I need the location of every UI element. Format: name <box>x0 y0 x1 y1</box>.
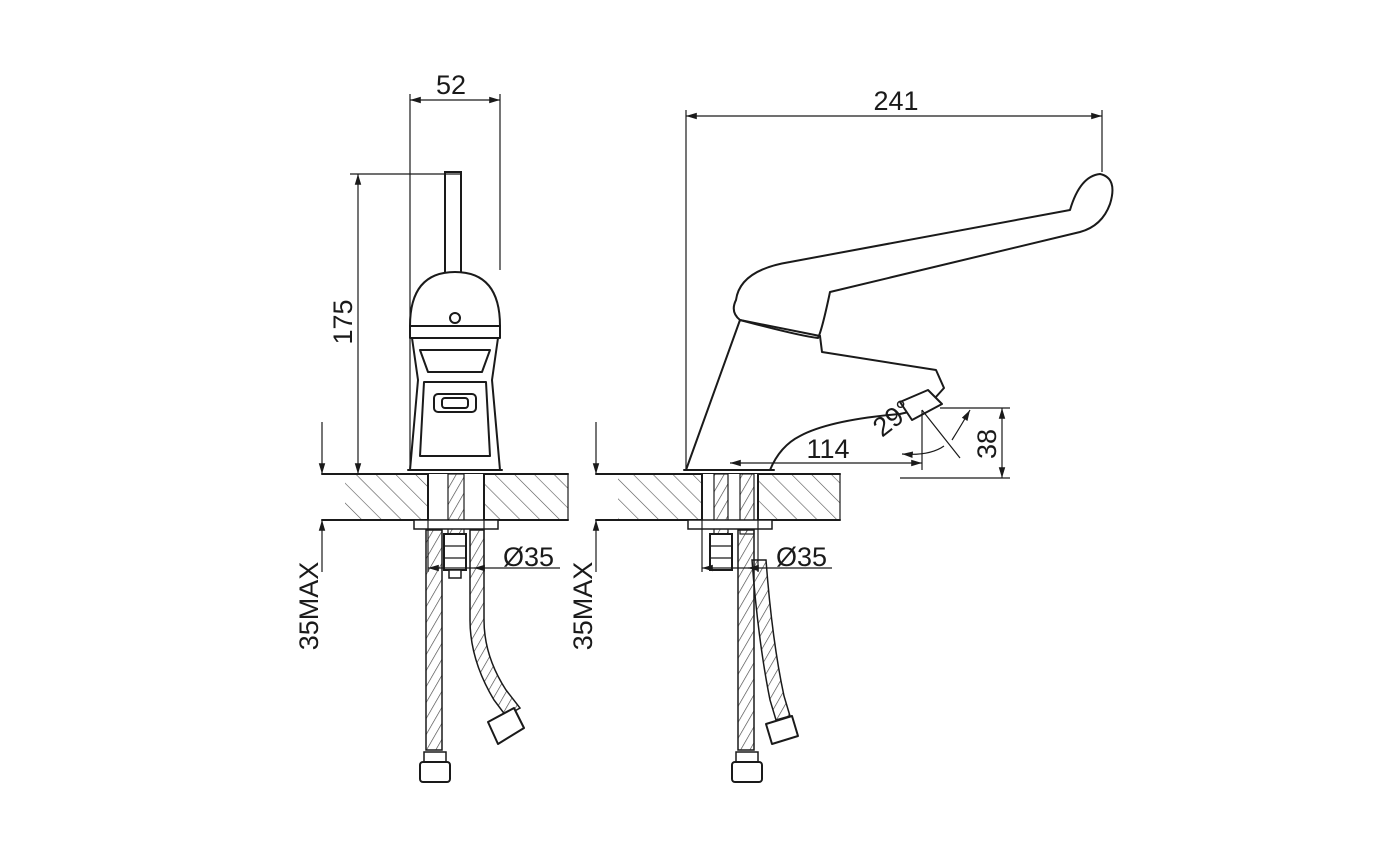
side-spout-height-dimension: 38 <box>900 407 1010 479</box>
front-countertop <box>321 473 569 535</box>
side-spout-height-label: 38 <box>972 429 1002 459</box>
front-hole-dimension: Ø35 <box>427 520 560 572</box>
front-hole-label: Ø35 <box>503 542 554 572</box>
front-height-label: 175 <box>328 299 358 344</box>
side-countertop <box>595 473 841 535</box>
front-mounting-hardware <box>443 533 467 579</box>
side-counter-label: 35MAX <box>568 562 598 651</box>
side-hole-dimension: Ø35 <box>701 520 832 572</box>
front-width-label: 52 <box>436 70 466 100</box>
side-length-dimension: 241 <box>685 86 1103 470</box>
side-hole-label: Ø35 <box>776 542 827 572</box>
side-length-label: 241 <box>873 86 918 116</box>
front-height-dimension: 175 <box>328 173 460 474</box>
side-counter-thickness-dimension: 35MAX <box>568 422 600 651</box>
front-view: 52 175 35MAX Ø35 <box>294 70 569 783</box>
side-view: 241 114 29° 38 35MAX <box>568 86 1114 783</box>
front-counter-thickness-dimension: 35MAX <box>294 422 326 651</box>
front-supply-hoses <box>419 529 525 783</box>
front-counter-label: 35MAX <box>294 562 324 651</box>
side-mounting-hardware <box>709 533 733 571</box>
side-supply-hoses <box>731 529 799 783</box>
front-width-dimension: 52 <box>409 70 501 470</box>
side-reach-label: 114 <box>806 434 849 464</box>
side-faucet-body <box>683 173 1114 471</box>
side-reach-dimension: 114 <box>730 434 922 467</box>
front-faucet-body <box>407 171 503 471</box>
